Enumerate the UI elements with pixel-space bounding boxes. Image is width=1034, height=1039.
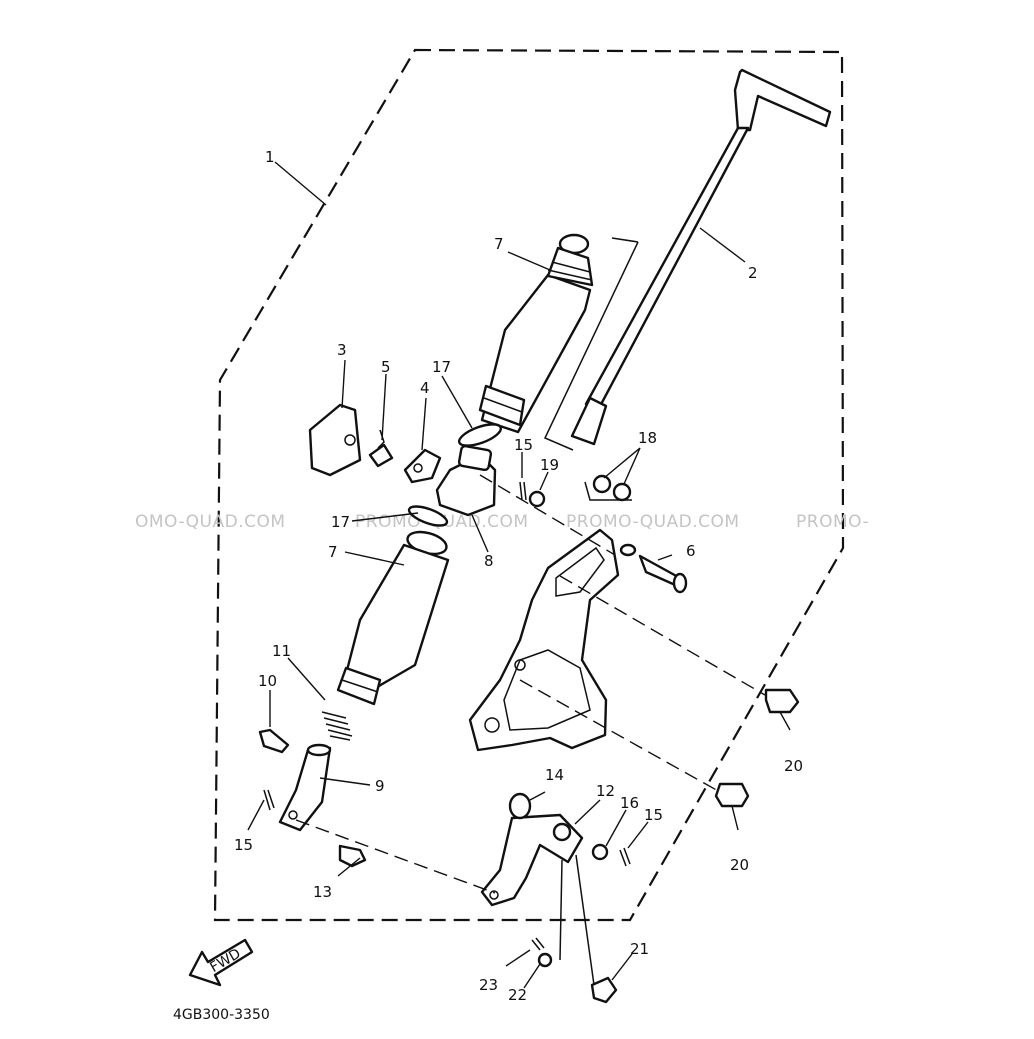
callout-12: 12 — [596, 782, 615, 800]
callout-23: 23 — [479, 976, 498, 994]
part-spring — [321, 711, 353, 741]
part-boot-lower — [336, 530, 450, 706]
callout-21: 21 — [630, 940, 649, 958]
part-cotter-pin — [519, 481, 527, 501]
callout-15-left: 15 — [234, 836, 253, 854]
callout-1: 1 — [265, 148, 275, 166]
part-cotter-pin-right — [619, 847, 631, 867]
axis-line — [559, 575, 766, 696]
callout-labels: 1 2 3 4 5 6 7 7 8 9 10 11 12 13 14 15 15… — [234, 148, 803, 1004]
part-bolt-lower — [714, 782, 750, 808]
part-bracket — [308, 403, 362, 477]
callout-20-upper: 20 — [784, 757, 803, 775]
watermark-4: PROMO- — [796, 512, 869, 532]
axis-line — [519, 679, 721, 793]
part-pin — [619, 543, 688, 594]
part-bolt-small — [258, 728, 290, 754]
callout-14: 14 — [545, 766, 564, 784]
callout-16: 16 — [620, 794, 639, 812]
part-shift-lever — [543, 68, 832, 451]
axis-line — [559, 859, 563, 961]
part-washer-16 — [591, 843, 609, 861]
part-boot-upper — [478, 233, 594, 434]
watermark-3: PROMO-QUAD.COM — [566, 512, 740, 532]
callout-22: 22 — [508, 986, 527, 1004]
callout-18: 18 — [638, 429, 657, 447]
drawing-code: 4GB300-3350 — [173, 1007, 270, 1023]
leader-lines — [247, 161, 791, 989]
part-clip-upper — [457, 423, 503, 447]
callout-13: 13 — [313, 883, 332, 901]
part-bushing — [508, 792, 532, 820]
callout-8: 8 — [484, 552, 494, 570]
part-washer-22 — [537, 952, 553, 968]
callout-7-upper: 7 — [494, 235, 504, 253]
callout-10: 10 — [258, 672, 277, 690]
part-linkage-arm — [480, 813, 584, 907]
callout-20-lower: 20 — [730, 856, 749, 874]
part-cotter-23 — [531, 937, 545, 951]
callout-5: 5 — [381, 358, 391, 376]
part-plate — [403, 448, 442, 484]
callout-15-right: 15 — [644, 806, 663, 824]
watermark-band: OMO-QUAD.COM PROMO-QUAD.COM PROMO-QUAD.C… — [135, 512, 869, 532]
part-clip-lower — [407, 505, 449, 527]
assembly-boundary — [213, 48, 845, 922]
part-pin-13 — [338, 844, 367, 868]
callout-11: 11 — [272, 642, 291, 660]
callout-2: 2 — [748, 264, 758, 282]
axis-line — [575, 854, 595, 986]
part-bolt-upper — [764, 688, 800, 714]
callout-17-lower: 17 — [331, 513, 350, 531]
part-washers — [528, 474, 632, 508]
part-cotter-pin-left — [263, 789, 275, 811]
callout-4: 4 — [420, 379, 430, 397]
part-main-bracket — [468, 528, 620, 752]
part-joint — [435, 444, 497, 517]
part-spring-clip — [368, 429, 394, 468]
callout-7-lower: 7 — [328, 543, 338, 561]
part-rod-end — [278, 743, 332, 832]
callout-15-upper: 15 — [514, 436, 533, 454]
callout-6: 6 — [686, 542, 696, 560]
part-collar-21 — [590, 976, 618, 1004]
forward-arrow-icon: FWD — [188, 938, 254, 987]
callout-19: 19 — [540, 456, 559, 474]
callout-9: 9 — [375, 777, 385, 795]
watermark-1: OMO-QUAD.COM — [135, 512, 286, 532]
axis-line — [479, 474, 616, 556]
axis-line — [295, 819, 496, 894]
callout-17-upper: 17 — [432, 358, 451, 376]
callout-3: 3 — [337, 341, 347, 359]
